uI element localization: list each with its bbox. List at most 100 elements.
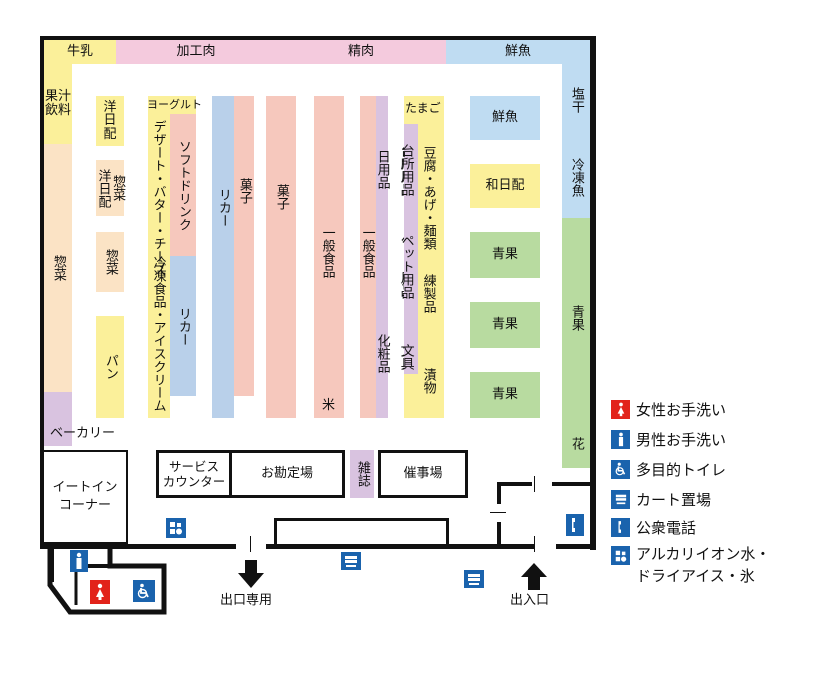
eat-in-label: イートイン コーナー [52,479,118,513]
zone-juice: 果汁飲料 [44,64,72,144]
wall-inner-ledge-r [446,518,449,546]
legend-female-restroom-label: 女性お手洗い [636,400,727,419]
accessible-toilet-icon [133,580,155,602]
door-line-entry [534,476,535,492]
zone-produce-wall-label: 青果 [568,305,584,331]
entrance-arrow-icon [521,563,547,590]
zone-bakery-label: ベーカリー [50,426,116,441]
aisle-western-deli: 洋日配 惣菜 [95,160,126,216]
aisle-general-food-b [360,96,376,418]
zone-processed-meat: 加工肉 [116,40,276,64]
aisle-general-food-a [314,96,344,418]
legend-male-restroom-label: 男性お手洗い [636,430,727,449]
zone-juice-label: 果汁飲料 [45,89,72,118]
island-produce-1-label: 青果 [491,247,518,263]
male-restroom-icon [70,550,88,572]
male-restroom-icon [611,429,630,449]
aisle-general-food-b-label: 一般食品 [359,226,375,278]
legend-cart-storage: カート置場 [611,488,711,510]
eat-in-corner: イートイン コーナー [42,450,128,544]
aisle-snacks-a: 菓子 [234,96,254,396]
zone-deli-wall-label: 惣菜 [50,255,66,281]
wall-inner-ledge [274,518,448,521]
island-fish: 鮮魚 [470,96,540,140]
zone-frozen-fish-label: 冷凍魚 [568,157,584,197]
female-restroom-icon [90,580,110,604]
aisle-yogurt-label: ヨーグルト [147,98,202,111]
public-phone-icon [611,517,630,537]
female-restroom-icon [611,399,630,419]
aisle-eggs-label: たまご [405,101,441,115]
aisle-bread-label: パン [102,354,118,380]
aisle-snacks-b-label: 菓子 [273,184,289,210]
water-ice-icon [611,546,630,565]
water-ice-icon [166,518,186,538]
zone-bakery-block [44,392,72,446]
cart-storage-icon-exit [341,552,361,570]
aisle-stationery-label-top: 文具 [398,344,414,370]
aisle-dessert-frozen [148,114,170,418]
aisle-fish-paste-label: 練製品 [420,274,436,313]
magazine-label: 雑誌 [354,461,370,487]
island-produce-3: 青果 [470,372,540,418]
exit-only-label: 出口専用 [220,593,273,608]
aisle-liquor-a-label: リカー [175,306,191,346]
legend-male-restroom: 男性お手洗い [611,428,726,450]
legend-female-restroom: 女性お手洗い [611,398,726,420]
aisle-liquor-b-label: リカー [215,187,231,227]
wall-entry-vestibule-top [498,482,532,486]
entrance-label: 出入口 [510,593,550,608]
aisle-frozen-label: 冷凍食品・アイスクリーム [150,256,166,412]
aisle-deli-label: 惣菜 [102,249,118,275]
legend-public-phone-label: 公衆電話 [636,518,697,537]
accessible-toilet-icon [611,459,630,479]
door-line-vest [490,512,506,513]
wall-left [40,36,44,548]
island-japanese-daily-label: 和日配 [485,178,525,194]
public-phone-icon [566,514,584,536]
exit-arrow-icon [238,560,264,588]
wall-bottom-mid [266,544,534,549]
door-line-entry-b [534,536,535,552]
aisle-western-deli-b: 惣菜 [110,175,126,201]
wall-entry-vestibule-l [497,482,501,504]
aisle-soft-drink-label: ソフトドリンク [175,139,191,231]
legend-accessible-toilet-label: 多目的トイレ [636,460,727,479]
zone-fish-top: 鮮魚 [446,40,590,64]
zone-frozen-fish: 冷凍魚 [562,136,590,218]
aisle-snacks-b: 菓子 [266,96,296,418]
wall-top [40,36,596,40]
aisle-pet-label-top: ペット用品 [398,234,414,299]
checkout-label: お勘定場 [260,466,313,482]
zone-meat: 精肉 [276,40,446,64]
event-space: 催事場 [378,450,468,498]
aisle-western-deli-a: 洋日配 [95,168,111,208]
aisle-yogurt-strip [148,96,196,114]
island-produce-2: 青果 [470,302,540,348]
checkout-counter: お勘定場 [229,450,345,498]
wall-inner-ledge-l [274,518,277,546]
aisle-soft-drink: ソフトドリンク [170,114,196,256]
legend-accessible-toilet: 多目的トイレ [611,458,726,480]
zone-milk: 牛乳 [44,40,116,64]
cart-storage-icon [611,489,630,509]
wall-bottom-right [556,544,596,549]
wall-entry-vestibule-top-r [552,482,592,486]
island-produce-1: 青果 [470,232,540,278]
door-line-exit [250,536,251,552]
cart-storage-icon-entry [464,570,484,588]
island-japanese-daily: 和日配 [470,164,540,208]
aisle-rice-label: 米 [322,398,336,413]
aisle-liquor-a: リカー [170,256,196,396]
zone-salted-fish: 塩干 [562,64,590,136]
legend-public-phone: 公衆電話 [611,516,696,538]
zone-salted-fish-label: 塩干 [568,87,584,113]
aisle-daily-goods [376,96,388,418]
zone-fish-top-label: 鮮魚 [504,44,531,60]
aisle-western-daily-label: 洋日配 [103,99,117,142]
aisle-snacks-a-label: 菓子 [236,178,252,204]
legend-water-ice: アルカリイオン水・ ドライアイス・氷 [611,544,770,590]
aisle-tofu-label: 豆腐・あげ・麺類 [420,146,436,250]
aisle-kitchen-pet-overlay [404,124,418,374]
event-space-label: 催事場 [403,466,443,482]
